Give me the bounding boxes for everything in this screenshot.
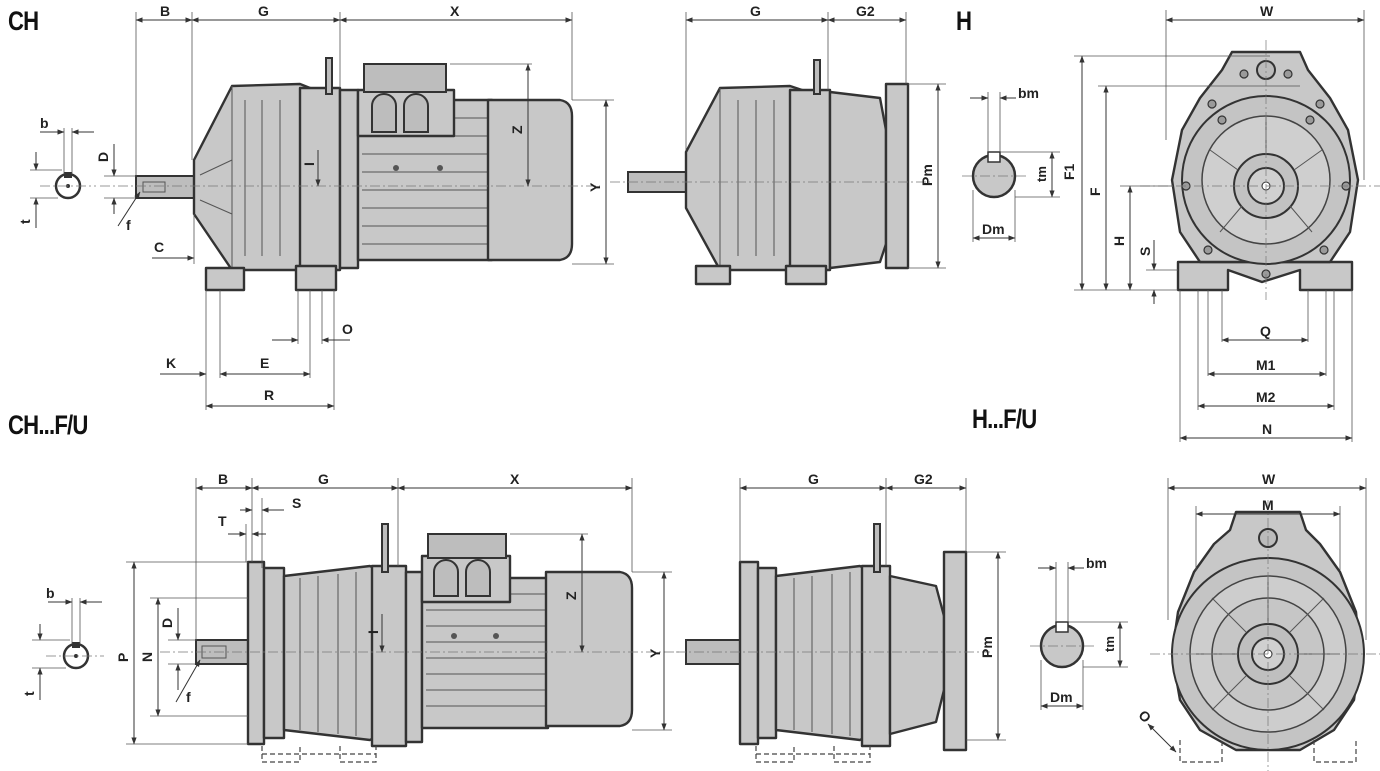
ch-side-view <box>100 57 600 292</box>
dim-label: f <box>186 689 191 705</box>
h-front-view <box>1140 40 1380 300</box>
dim-label: X <box>510 471 520 487</box>
dim-label: F <box>1087 187 1103 196</box>
dim-label: T <box>218 513 227 529</box>
chfu-flange-view: G G2 Pm <box>676 471 1006 763</box>
dim-label: M1 <box>1256 357 1276 373</box>
ch-dimensions: B G X Y Z I D f C b <box>17 3 614 410</box>
chfu-dimensions: B G X S T P N D f Y Z I <box>21 471 672 745</box>
dim-label: Z <box>563 591 579 600</box>
dim-label: f <box>126 217 131 233</box>
dim-label: X <box>450 3 460 19</box>
dim-label: tm <box>1034 166 1049 182</box>
dim-label: Y <box>647 648 663 658</box>
dim-label: Dm <box>1050 689 1073 705</box>
dim-label: E <box>260 355 269 371</box>
dim-label: R <box>264 387 274 403</box>
dim-label: G2 <box>914 471 933 487</box>
dim-label: Z <box>509 125 525 134</box>
dim-label: M2 <box>1256 389 1276 405</box>
dim-label: I <box>365 630 381 634</box>
title-ch: CH <box>8 6 39 36</box>
dim-label: Dm <box>982 221 1005 237</box>
title-chfu: CH...F/U <box>8 410 88 440</box>
dim-label: tm <box>1102 636 1117 652</box>
dim-label: I <box>301 162 317 166</box>
dim-label: Pm <box>919 164 935 186</box>
dim-label: S <box>1137 247 1153 256</box>
dim-label: Pm <box>979 636 995 658</box>
dim-label: O <box>1135 707 1154 726</box>
dim-label: G <box>808 471 819 487</box>
dim-label: Q <box>1260 323 1271 339</box>
dim-label: C <box>154 239 164 255</box>
dim-label: G <box>318 471 329 487</box>
title-hfu: H...F/U <box>972 404 1037 434</box>
dim-label: N <box>139 652 155 662</box>
dim-label: F1 <box>1061 163 1077 180</box>
dim-label: b <box>46 585 55 601</box>
chfu-side-view <box>160 523 680 763</box>
dim-label: t <box>17 219 33 224</box>
dim-label: W <box>1260 3 1274 19</box>
dim-label: bm <box>1086 555 1107 571</box>
dim-label: G <box>750 3 761 19</box>
dim-label: P <box>115 653 131 662</box>
dim-label: bm <box>1018 85 1039 101</box>
shaft-section-bottom: bm tm Dm <box>1030 555 1128 710</box>
dim-label: N <box>1262 421 1272 437</box>
shaft-section-top: bm tm Dm <box>962 85 1060 242</box>
dim-label: B <box>218 471 228 487</box>
dim-label: S <box>292 495 301 511</box>
ch-flange-view: G G2 Pm <box>610 3 946 286</box>
dim-label: M <box>1262 497 1274 513</box>
h-dimensions: W F1 F H S Q M1 M2 N <box>1061 3 1365 442</box>
dim-label: G <box>258 3 269 19</box>
dim-label: O <box>342 321 353 337</box>
dim-label: G2 <box>856 3 875 19</box>
title-h: H <box>956 6 972 36</box>
dim-label: D <box>95 152 111 162</box>
dim-label: t <box>21 691 37 696</box>
dim-label: W <box>1262 471 1276 487</box>
hfu-front-view: W M O <box>1135 471 1380 771</box>
dim-label: H <box>1111 236 1127 246</box>
dim-label: D <box>159 618 175 628</box>
dim-label: b <box>40 115 49 131</box>
dim-label: Y <box>587 182 603 192</box>
dim-label: B <box>160 3 170 19</box>
dim-label: K <box>166 355 176 371</box>
